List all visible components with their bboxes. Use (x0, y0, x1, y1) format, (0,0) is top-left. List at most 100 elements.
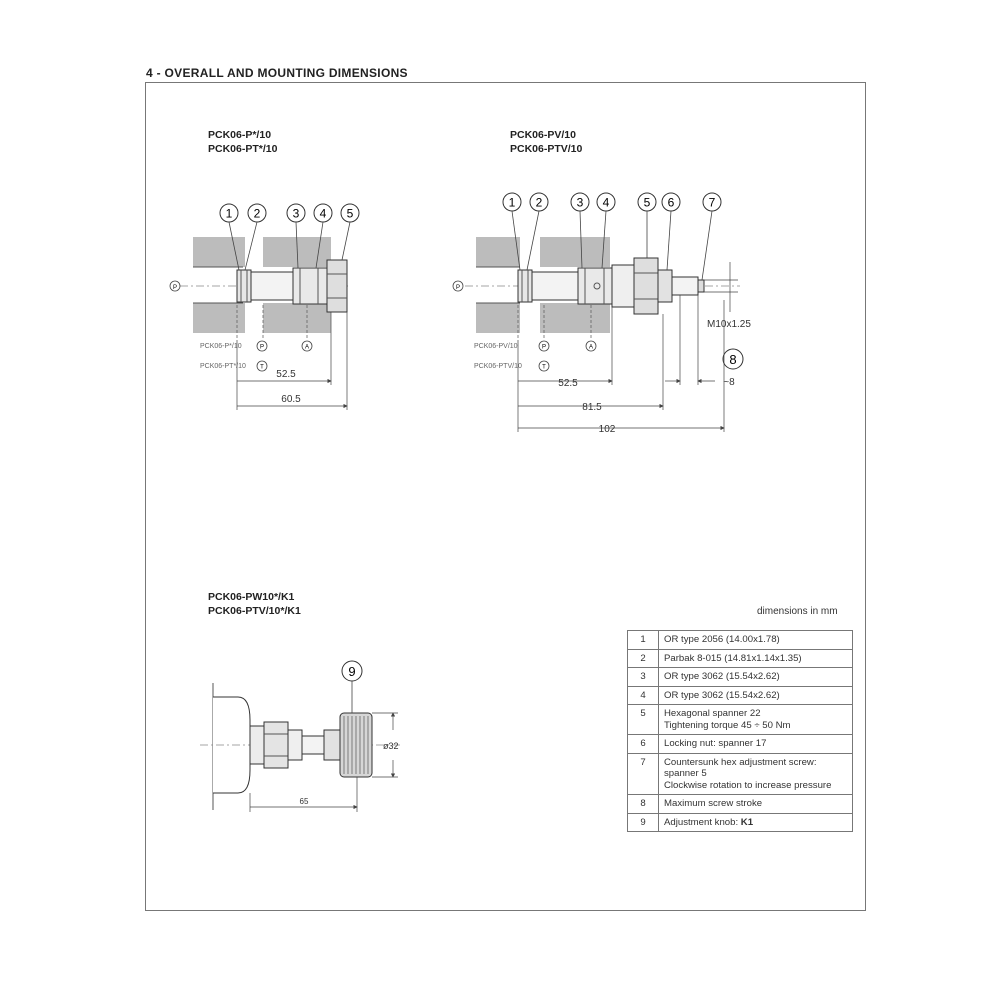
part-number: 7 (627, 752, 659, 795)
model-name: PCK06-PW10*/K1 (208, 591, 295, 603)
callout-number: 2 (536, 196, 543, 210)
dimension-value: ~8 (723, 377, 735, 388)
part-description-line: OR type 3062 (15.54x2.62) (664, 671, 780, 682)
locking-nut (287, 729, 303, 761)
manifold-block (476, 237, 520, 267)
manifold-block (263, 303, 331, 333)
dimension-value: 65 (300, 797, 309, 806)
thread-label: M10x1.25 (707, 319, 751, 330)
model-name: PCK06-PT*/10 (208, 143, 278, 155)
hex-nut (263, 721, 289, 769)
part-number: 4 (627, 685, 659, 705)
part-description: OR type 3062 (15.54x2.62) (658, 685, 853, 705)
adjustment-screw (671, 276, 699, 296)
locking-nut (657, 269, 673, 303)
cartridge-body (236, 269, 252, 303)
part-description: Adjustment knob: K1 (658, 812, 853, 832)
part-number: 3 (627, 667, 659, 687)
part-description: OR type 2056 (14.00x1.78) (658, 630, 853, 650)
callout-number: 4 (603, 196, 610, 210)
part-description: Locking nut: spanner 17 (658, 734, 853, 754)
variant-label: PCK06-PV/10 (474, 343, 518, 350)
part-description: OR type 3062 (15.54x2.62) (658, 667, 853, 687)
parts-row: 1 OR type 2056 (14.00x1.78) (627, 630, 853, 650)
part-code: K1 (740, 816, 754, 828)
callout-number: 2 (254, 207, 261, 221)
drawing-frame (145, 82, 866, 911)
part-number: 1 (627, 630, 659, 650)
port-label: P (542, 345, 546, 351)
section-title: 4 - OVERALL AND MOUNTING DIMENSIONS (146, 66, 408, 80)
variant-label: PCK06-PTV/10 (474, 363, 522, 370)
model-name: PCK06-PTV/10 (510, 143, 583, 155)
cartridge-body (249, 725, 265, 765)
part-number: 8 (627, 794, 659, 814)
dimension-value: ø32 (383, 741, 399, 751)
drawing-a: 1 2 3 4 5 P PCK06-P*/10 PCK06-PT*/10 P T… (169, 203, 360, 410)
variant-label: PCK06-PT*/10 (200, 363, 246, 370)
hex-nut (633, 257, 659, 315)
port-label: P (173, 285, 177, 291)
callout-number: 1 (226, 207, 233, 221)
dimension-value: 52.5 (276, 369, 296, 380)
callouts-a: 1 2 3 4 5 (219, 203, 360, 271)
cartridge-body (517, 269, 533, 303)
dimension-value: 52.5 (558, 378, 578, 389)
dimension-value: 102 (599, 424, 616, 435)
part-description-line: Clockwise rotation to increase pressure (664, 779, 832, 791)
callout-number: 1 (509, 196, 516, 210)
parts-row: 8 Maximum screw stroke (627, 794, 853, 814)
model-name: PCK06-PV/10 (510, 129, 576, 141)
part-description-line: Tightening torque 45 ÷ 50 Nm (664, 719, 791, 731)
model-group-a: PCK06-P*/10 PCK06-PT*/10 (208, 128, 277, 156)
variant-label: PCK06-P*/10 (200, 343, 242, 350)
callout-number: 6 (668, 196, 675, 210)
callout-number: 8 (729, 352, 736, 367)
part-description: Countersunk hex adjustment screw: spanne… (658, 752, 853, 795)
part-description: Maximum screw stroke (658, 794, 853, 814)
part-description-line: OR type 2056 (14.00x1.78) (664, 634, 780, 645)
hex-nut (326, 259, 348, 313)
part-description-line: Countersunk hex adjustment screw: spanne… (664, 756, 817, 780)
cartridge-body (250, 271, 294, 301)
callout-number: 5 (347, 207, 354, 221)
part-number: 2 (627, 648, 659, 668)
part-description-line: Maximum screw stroke (664, 798, 763, 809)
part-number: 6 (627, 734, 659, 754)
callout-number: 9 (348, 664, 355, 679)
port-label: T (542, 365, 546, 371)
part-description-line: Locking nut: spanner 17 (664, 738, 767, 749)
callout-number: 3 (293, 207, 300, 221)
callouts-b: 1 2 3 4 5 6 7 (502, 192, 722, 281)
manifold-block (540, 303, 610, 333)
parts-row: 3 OR type 3062 (15.54x2.62) (627, 667, 853, 687)
parts-row: 4 OR type 3062 (15.54x2.62) (627, 685, 853, 705)
port-label: A (589, 345, 593, 351)
part-description-line: Adjustment knob: (664, 816, 741, 828)
manifold-block (193, 237, 245, 267)
model-name: PCK06-P*/10 (208, 129, 272, 141)
part-number: 5 (627, 704, 659, 735)
model-group-c: PCK06-PW10*/K1 PCK06-PTV/10*/K1 (208, 590, 301, 618)
parts-row: 6 Locking nut: spanner 17 (627, 734, 853, 754)
manifold-block (476, 303, 520, 333)
part-description-line: Hexagonal spanner 22 (664, 708, 761, 719)
callout-number: 3 (577, 196, 584, 210)
drawing-c: 9 ø32 65 (200, 660, 400, 812)
manifold-block (193, 303, 245, 333)
units-note: dimensions in mm (757, 606, 838, 617)
part-description-line: OR type 3062 (15.54x2.62) (664, 689, 780, 701)
port-label: P (456, 285, 460, 291)
callout-number: 7 (709, 196, 716, 210)
port-label: A (305, 345, 309, 351)
part-number: 9 (627, 812, 659, 832)
cartridge-body (611, 264, 635, 308)
part-description-line: Parbak 8-015 (14.81x1.14x1.35) (664, 652, 802, 664)
model-name: PCK06-PTV/10*/K1 (208, 605, 301, 617)
port-label: P (260, 345, 264, 351)
